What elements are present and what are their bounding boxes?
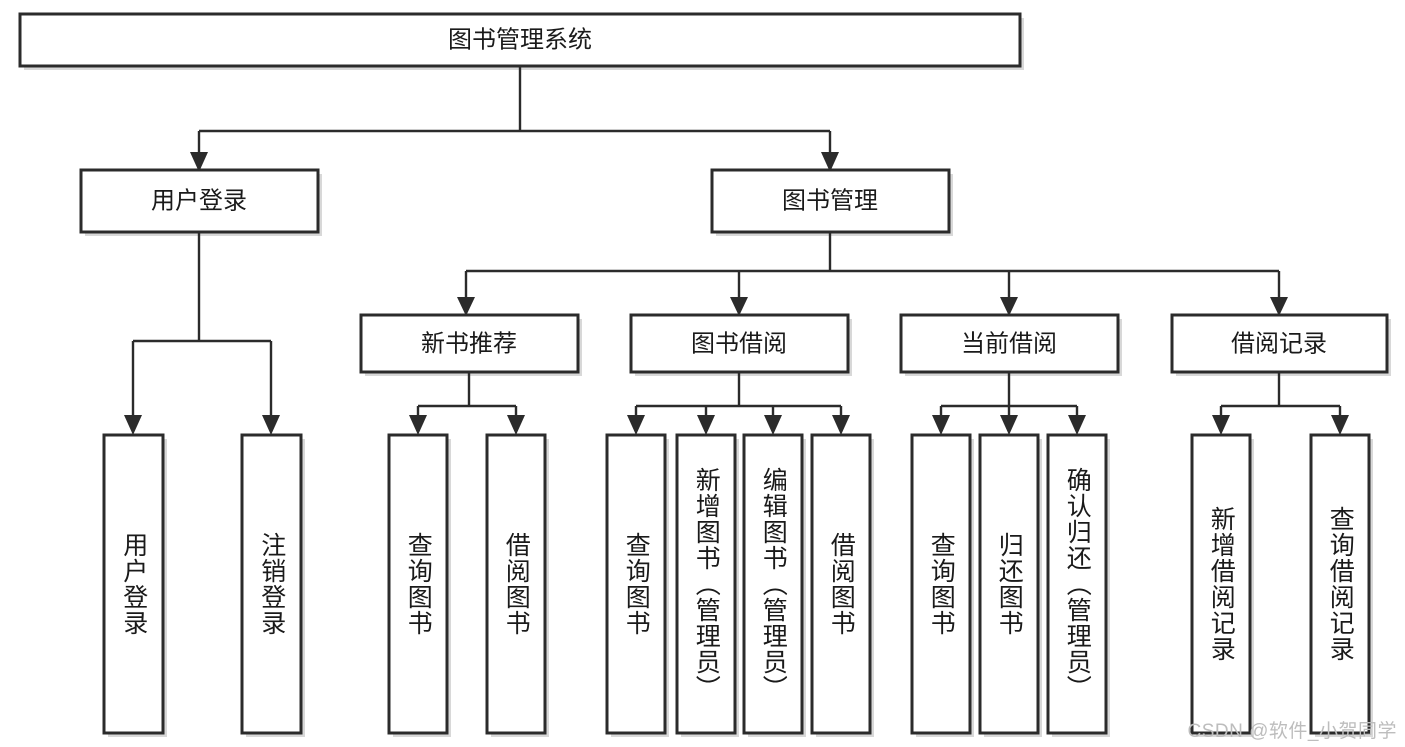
- leaf-add-book[interactable]: [675, 433, 739, 737]
- node-book-borrow-label: 图书借阅: [691, 330, 787, 357]
- node-user-login-label: 用户登录: [151, 187, 247, 214]
- node-borrow-record-label: 借阅记录: [1231, 330, 1327, 357]
- leaf-query-book-1[interactable]: [387, 433, 451, 737]
- arrow-leaf-edit-book: [764, 415, 782, 435]
- node-current-borrow-label: 当前借阅: [961, 330, 1057, 357]
- node-user-login[interactable]: 用户登录: [79, 168, 322, 236]
- node-book-manage-label: 图书管理: [782, 187, 878, 214]
- leaf-return-book[interactable]: [978, 433, 1042, 737]
- node-root[interactable]: 图书管理系统: [18, 12, 1024, 70]
- leaf-logout[interactable]: [240, 433, 305, 737]
- leaf-query-record[interactable]: [1309, 433, 1373, 737]
- csdn-watermark: CSDN @软件_小贺同学: [1187, 721, 1397, 742]
- node-borrow-record[interactable]: 借阅记录: [1170, 313, 1391, 376]
- arrow-to-bookmanage: [821, 152, 839, 172]
- arrow-leaf-borrow-book-2: [832, 415, 850, 435]
- node-book-manage[interactable]: 图书管理: [710, 168, 953, 236]
- arrow-to-book-borrow: [730, 297, 748, 316]
- leaf-borrow-book-1[interactable]: [485, 433, 549, 737]
- arrow-to-borrow-record: [1270, 297, 1288, 316]
- arrow-leaf-query-record: [1331, 415, 1349, 435]
- arrow-leaf-return-book: [1000, 415, 1018, 435]
- leaf-borrow-book-2[interactable]: [810, 433, 874, 737]
- leaf-edit-book[interactable]: [742, 433, 806, 737]
- arrow-leaf-add-book: [697, 415, 715, 435]
- node-new-book-rec[interactable]: 新书推荐: [359, 313, 582, 376]
- arrow-leaf-confirm-return: [1068, 415, 1086, 435]
- arrow-leaf-query-book-3: [932, 415, 950, 435]
- node-new-book-rec-label: 新书推荐: [421, 330, 517, 357]
- arrow-leaf-borrow-book-1: [507, 415, 525, 435]
- arrow-to-current-borrow: [1000, 297, 1018, 316]
- leaf-user-login[interactable]: [102, 433, 167, 737]
- arrow-leaf-add-record: [1212, 415, 1230, 435]
- node-root-label: 图书管理系统: [448, 26, 592, 53]
- node-book-borrow[interactable]: 图书借阅: [629, 313, 852, 376]
- arrow-to-new-book-rec: [457, 297, 475, 316]
- arrow-leaf-query-book-1: [409, 415, 427, 435]
- leaf-add-record[interactable]: [1190, 433, 1254, 737]
- leaf-confirm-return[interactable]: [1046, 433, 1110, 737]
- node-current-borrow[interactable]: 当前借阅: [899, 313, 1122, 376]
- arrow-to-userlogin: [190, 152, 208, 172]
- arrow-leaf-query-book-2: [627, 415, 645, 435]
- leaf-query-book-2[interactable]: [605, 433, 669, 737]
- arrow-leaf-logout: [262, 415, 280, 435]
- leaf-query-book-3[interactable]: [910, 433, 974, 737]
- arrow-leaf-user-login: [124, 415, 142, 435]
